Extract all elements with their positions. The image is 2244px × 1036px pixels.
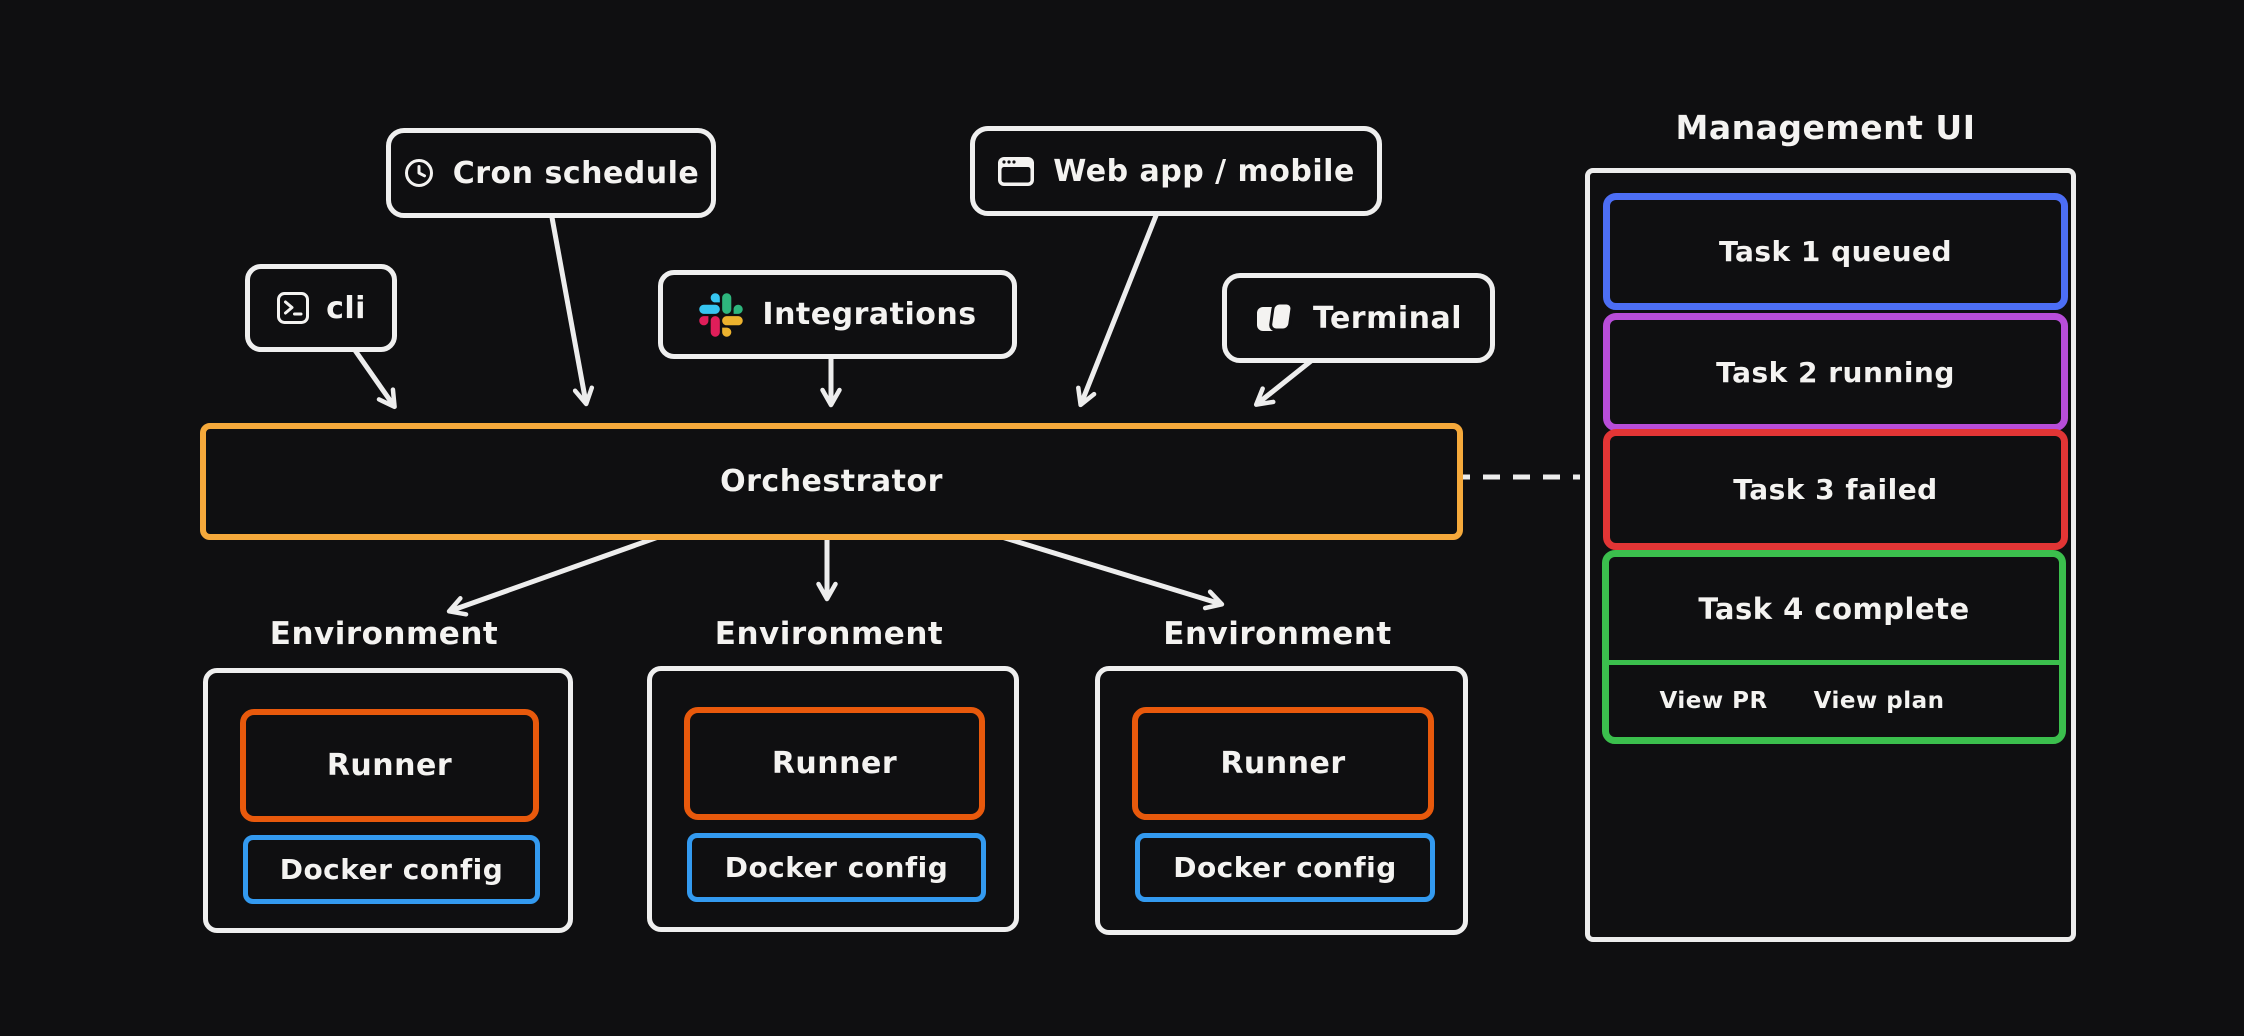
view-pr-button[interactable]: View PR: [1659, 688, 1768, 714]
environment-3-label: Environment: [1163, 616, 1392, 652]
arrow-cli-to-orchestrator: [349, 343, 397, 410]
runner-3-label: Runner: [1220, 746, 1346, 781]
environment-2-box: Runner Docker config: [647, 666, 1019, 932]
runner-2-label: Runner: [771, 746, 898, 781]
task-1-label: Task 1 queued: [1718, 235, 1953, 268]
task-card-2: Task 2 running: [1603, 313, 2068, 431]
runner-3-box: Runner: [1132, 707, 1434, 820]
terminal-box: Terminal: [1222, 273, 1495, 363]
docker-config-3-box: Docker config: [1135, 833, 1435, 902]
arrow-orchestrator-to-env1: [446, 527, 681, 617]
slack-icon: [699, 292, 744, 337]
arrow-webapp-to-orchestrator: [1076, 205, 1162, 408]
terminal-windows-icon: [1256, 301, 1294, 332]
browser-window-icon: [998, 156, 1035, 186]
runner-2-box: Runner: [684, 707, 985, 820]
task-card-4: Task 4 complete View PR View plan: [1602, 550, 2066, 744]
runner-1-label: Runner: [326, 748, 453, 783]
cron-schedule-label: Cron schedule: [452, 155, 700, 191]
environment-2-label: Environment: [714, 616, 944, 652]
web-app-box: Web app / mobile: [970, 126, 1382, 216]
docker-config-1-box: Docker config: [243, 835, 540, 904]
cron-schedule-box: Cron schedule: [386, 128, 716, 218]
terminal-label: Terminal: [1312, 300, 1463, 336]
clock-icon: [404, 159, 433, 187]
terminal-prompt-icon: [277, 292, 310, 324]
arrow-orchestrator-to-env3: [979, 528, 1225, 611]
view-plan-button[interactable]: View plan: [1813, 688, 1945, 714]
docker-config-3-label: Docker config: [1173, 851, 1397, 884]
management-ui-panel: Task 1 queued Task 2 running Task 3 fail…: [1585, 168, 2076, 942]
management-ui-title: Management UI: [1675, 108, 1976, 147]
docker-config-2-label: Docker config: [724, 851, 949, 884]
orchestrator-bar: Orchestrator: [200, 423, 1463, 540]
arrow-cron-to-orchestrator: [548, 209, 595, 407]
orchestrator-label: Orchestrator: [720, 464, 943, 499]
cli-label: cli: [326, 290, 366, 326]
task-4-label: Task 4 complete: [1698, 591, 1970, 626]
integrations-label: Integrations: [762, 297, 977, 332]
task-3-label: Task 3 failed: [1733, 473, 1938, 506]
task-card-1: Task 1 queued: [1603, 193, 2068, 310]
docker-config-1-label: Docker config: [279, 853, 504, 886]
cli-box: cli: [245, 264, 397, 352]
task-2-label: Task 2 running: [1716, 355, 1955, 389]
environment-1-box: Runner Docker config: [203, 668, 573, 933]
environment-3-box: Runner Docker config: [1095, 666, 1468, 935]
arrow-terminal-to-orchestrator: [1253, 354, 1319, 407]
runner-1-box: Runner: [240, 709, 539, 822]
environment-1-label: Environment: [269, 616, 499, 652]
task-card-3: Task 3 failed: [1603, 429, 2068, 550]
web-app-label: Web app / mobile: [1053, 153, 1355, 189]
integrations-box: Integrations: [658, 270, 1017, 359]
docker-config-2-box: Docker config: [687, 833, 986, 902]
task-4-actions: View PR View plan: [1609, 660, 2059, 737]
